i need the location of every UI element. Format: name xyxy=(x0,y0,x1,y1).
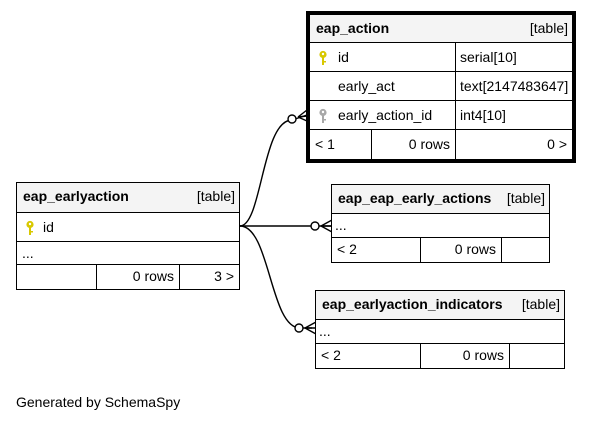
table-kind: [table] xyxy=(506,190,545,206)
children-link[interactable] xyxy=(502,238,549,262)
table-eap-earlyaction-indicators[interactable]: eap_earlyaction_indicators [table] ... <… xyxy=(315,290,565,369)
relation-line-eap-action xyxy=(239,114,308,227)
column-row[interactable]: id serial[10] xyxy=(310,43,572,72)
more-columns-row: ... xyxy=(316,320,564,344)
column-row[interactable]: early_action_id int4[10] xyxy=(310,101,572,130)
table-header: eap_earlyaction [table] xyxy=(17,183,239,213)
table-footer: 0 rows 3 > xyxy=(17,265,239,289)
table-footer: < 2 0 rows xyxy=(332,238,549,262)
table-name[interactable]: eap_earlyaction_indicators xyxy=(322,296,503,312)
column-name-cell: early_act xyxy=(310,72,456,100)
children-link[interactable]: 3 > xyxy=(214,268,234,284)
table-header: eap_action [table] xyxy=(310,15,572,43)
parents-link[interactable]: < 2 xyxy=(332,238,421,262)
primary-key-icon xyxy=(26,220,34,235)
table-name[interactable]: eap_eap_early_actions xyxy=(338,190,492,206)
table-header: eap_eap_early_actions [table] xyxy=(332,185,549,214)
children-link[interactable] xyxy=(510,344,564,368)
parents-link[interactable]: < 1 xyxy=(310,130,372,159)
relation-line-eap-earlyaction-indicators xyxy=(239,225,312,329)
foreign-key-icon xyxy=(319,108,327,123)
column-type: serial[10] xyxy=(460,49,517,65)
column-name: id xyxy=(43,219,54,235)
table-footer: < 2 0 rows xyxy=(316,344,564,368)
column-row[interactable]: id xyxy=(17,213,239,242)
parents-link[interactable]: < 2 xyxy=(316,344,421,368)
generated-by-label: Generated by SchemaSpy xyxy=(16,394,181,410)
column-name-cell: id xyxy=(17,213,239,241)
crowfoot-eap-eap-early-actions xyxy=(320,219,333,233)
table-name[interactable]: eap_earlyaction xyxy=(23,188,129,204)
table-kind: [table] xyxy=(196,188,235,204)
row-count: 0 rows xyxy=(97,265,180,289)
ellipsis: ... xyxy=(335,217,347,233)
column-name: early_act xyxy=(338,78,395,94)
table-eap-action[interactable]: eap_action [table] id serial[10] early_a… xyxy=(306,11,576,163)
row-count: 0 rows xyxy=(421,238,502,262)
table-header: eap_earlyaction_indicators [table] xyxy=(316,291,564,320)
row-count: 0 rows xyxy=(421,344,510,368)
column-type: text[2147483647] xyxy=(460,78,569,94)
parents-link[interactable] xyxy=(17,265,97,289)
table-name[interactable]: eap_action xyxy=(316,20,390,36)
column-row[interactable]: early_act text[2147483647] xyxy=(310,72,572,101)
more-columns-row: ... xyxy=(17,242,239,265)
ellipsis: ... xyxy=(22,245,34,261)
ellipsis: ... xyxy=(319,323,331,339)
optional-marker-eap-eap-early-actions xyxy=(310,221,320,231)
row-count: 0 rows xyxy=(372,130,456,159)
column-name: id xyxy=(338,49,349,65)
crowfoot-eap-action xyxy=(297,109,308,122)
column-name-cell: early_action_id xyxy=(310,101,456,129)
primary-key-icon xyxy=(319,50,327,65)
table-footer: < 1 0 rows 0 > xyxy=(310,130,572,159)
children-link[interactable]: 0 > xyxy=(547,136,567,152)
crowfoot-eap-earlyaction-indicators xyxy=(304,321,317,335)
column-name-cell: id xyxy=(310,43,456,71)
column-type: int4[10] xyxy=(460,107,506,123)
table-kind: [table] xyxy=(529,20,568,36)
table-eap-earlyaction[interactable]: eap_earlyaction [table] id ... 0 rows 3 … xyxy=(16,182,240,290)
table-kind: [table] xyxy=(521,296,560,312)
table-eap-eap-early-actions[interactable]: eap_eap_early_actions [table] ... < 2 0 … xyxy=(331,184,550,263)
optional-marker-eap-action xyxy=(287,114,297,124)
column-name: early_action_id xyxy=(338,107,433,123)
more-columns-row: ... xyxy=(332,214,549,238)
optional-marker-eap-earlyaction-indicators xyxy=(294,323,304,333)
